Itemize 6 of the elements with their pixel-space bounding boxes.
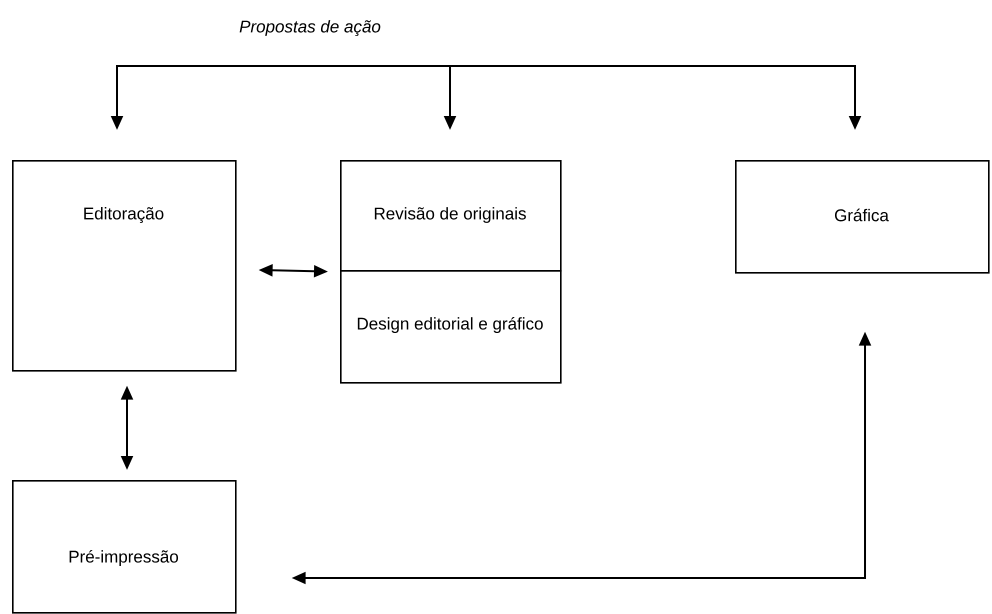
heading-text: Propostas de ação [240, 20, 380, 36]
process-box: Editoração [12, 160, 237, 372]
process-box: Revisão de originais [340, 160, 562, 272]
process-box: Pré-impressão [12, 480, 237, 614]
process-box: Gráfica [735, 160, 990, 274]
process-box: Design editorial e gráfico [340, 270, 562, 384]
